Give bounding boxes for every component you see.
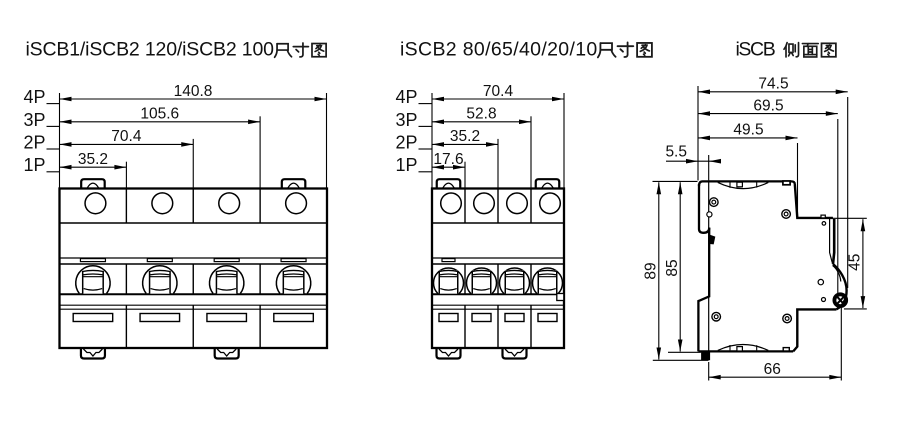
svg-text:4P: 4P — [23, 87, 45, 107]
svg-text:iSCB2 80/65/40/20/10: iSCB2 80/65/40/20/10 — [400, 38, 598, 60]
svg-text:66: 66 — [764, 361, 781, 378]
svg-text:17.6: 17.6 — [433, 151, 463, 168]
svg-text:35.2: 35.2 — [450, 128, 480, 145]
svg-text:3P: 3P — [23, 110, 45, 130]
svg-text:49.5: 49.5 — [733, 122, 763, 139]
svg-text:iSCB: iSCB — [736, 38, 775, 60]
svg-text:105.6: 105.6 — [140, 106, 179, 123]
svg-text:4P: 4P — [395, 87, 417, 107]
svg-text:5.5: 5.5 — [665, 144, 687, 161]
svg-text:2P: 2P — [395, 132, 417, 152]
svg-text:45: 45 — [847, 254, 864, 271]
svg-text:89: 89 — [643, 262, 660, 279]
svg-text:1P: 1P — [23, 155, 45, 175]
svg-text:35.2: 35.2 — [78, 151, 108, 168]
svg-text:2P: 2P — [23, 132, 45, 152]
svg-text:70.4: 70.4 — [483, 83, 514, 100]
svg-text:140.8: 140.8 — [174, 83, 213, 100]
svg-text:70.4: 70.4 — [111, 128, 142, 145]
svg-text:69.5: 69.5 — [753, 97, 783, 114]
svg-text:52.8: 52.8 — [466, 106, 496, 123]
svg-text:85: 85 — [664, 259, 681, 276]
svg-text:74.5: 74.5 — [758, 76, 788, 93]
svg-text:1P: 1P — [395, 155, 417, 175]
svg-text:3P: 3P — [395, 110, 417, 130]
svg-text:iSCB1/iSCB2 120/iSCB2 100: iSCB1/iSCB2 120/iSCB2 100 — [26, 38, 275, 60]
